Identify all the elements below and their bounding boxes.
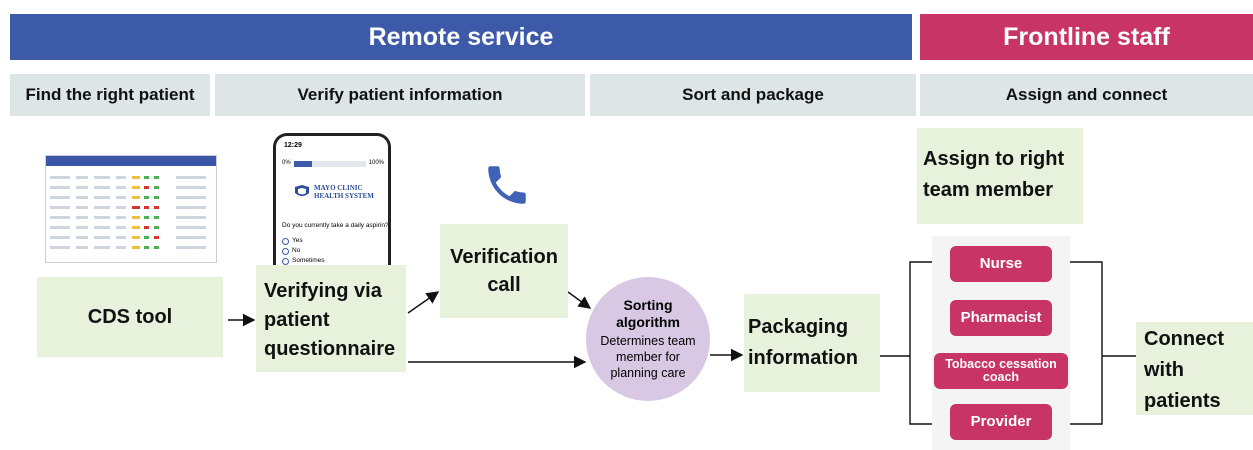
role-pharmacist: Pharmacist <box>950 300 1052 336</box>
option-label: No <box>292 247 301 254</box>
mayo-shield-icon <box>295 185 309 196</box>
answer-options: Yes No Sometimes <box>282 236 325 266</box>
option-label: Yes <box>292 237 303 244</box>
right-bracket <box>1052 261 1103 425</box>
mayo-clinic-logo: MAYO CLINIC HEALTH SYSTEM <box>294 184 374 200</box>
progress-bar <box>294 161 366 167</box>
radio-icon <box>282 257 289 265</box>
role-nurse: Nurse <box>950 246 1052 282</box>
progress-end-label: 100% <box>368 160 384 166</box>
progress-start-label: 0% <box>282 160 291 166</box>
cds-tool-node: CDS tool <box>37 277 223 357</box>
phone-time: 12:29 <box>284 142 302 149</box>
radio-icon <box>282 247 289 255</box>
question-text: Do you currently take a daily aspirin? <box>282 222 389 229</box>
arrow-questionnaire-to-call <box>407 291 440 314</box>
logo-line-1: MAYO CLINIC <box>314 184 363 192</box>
logo-line-2: HEALTH SYSTEM <box>314 192 374 200</box>
verification-call-node: Verification call <box>440 224 568 318</box>
role-tobacco-cessation-coach: Tobacco cessation coach <box>934 353 1068 389</box>
progress-bar-fill <box>294 161 312 167</box>
option-label: Sometimes <box>292 257 325 264</box>
phase-find-patient: Find the right patient <box>10 74 210 116</box>
phase-sort-package: Sort and package <box>590 74 916 116</box>
cds-tool-screenshot <box>45 155 217 263</box>
option-yes[interactable]: Yes <box>282 236 325 246</box>
option-no[interactable]: No <box>282 246 325 256</box>
remote-service-banner: Remote service <box>10 14 912 60</box>
role-provider: Provider <box>950 404 1052 440</box>
option-sometimes[interactable]: Sometimes <box>282 256 325 266</box>
frontline-staff-banner: Frontline staff <box>920 14 1253 60</box>
sorting-title: Sorting algorithm <box>616 297 680 330</box>
phase-verify-information: Verify patient information <box>215 74 585 116</box>
phase-assign-connect: Assign and connect <box>920 74 1253 116</box>
packaging-node: Packaging information <box>744 294 880 392</box>
arrow-call-to-sorting <box>567 291 592 309</box>
left-bracket <box>909 261 950 425</box>
cds-table-thumbnail <box>50 176 206 249</box>
sorting-description: Determines team member for planning care <box>600 334 696 380</box>
questionnaire-node: Verifying via patient questionnaire <box>256 265 406 372</box>
patient-questionnaire-phone: 12:29 0% 100% MAYO CLINIC HEALTH SYSTEM … <box>273 133 391 271</box>
connect-patients-node: Connect with patients <box>1136 322 1253 415</box>
phone-call-icon <box>488 166 526 204</box>
assign-team-member-node: Assign to right team member <box>917 128 1083 224</box>
sorting-algorithm-circle: Sorting algorithm Determines team member… <box>586 277 710 401</box>
radio-icon <box>282 237 289 245</box>
